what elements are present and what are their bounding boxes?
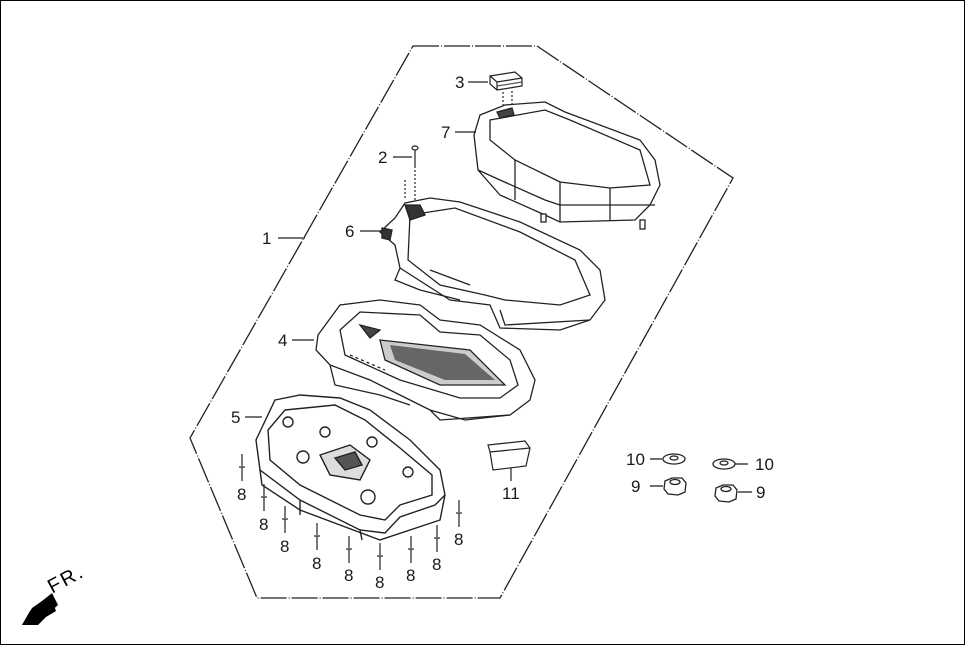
part-9-nuts	[650, 477, 752, 503]
screw-icon	[346, 536, 352, 563]
screw-icon	[456, 500, 462, 527]
callout-10: 10	[626, 450, 645, 469]
callout-8: 8	[280, 537, 290, 556]
part-5-lower-case	[255, 394, 446, 541]
callout-8: 8	[375, 573, 385, 592]
part-4-display-panel	[315, 299, 536, 421]
callout-8: 8	[406, 566, 416, 585]
part-6-bezel	[379, 197, 606, 331]
callout-10: 10	[755, 455, 774, 474]
screw-icon	[434, 525, 440, 552]
callout-1: 1	[262, 229, 272, 248]
callout-9: 9	[756, 483, 766, 502]
part-8-screws	[239, 454, 462, 570]
part-2-pin	[404, 145, 419, 200]
screw-icon	[377, 543, 383, 570]
callout-leaders	[245, 81, 488, 418]
callout-8: 8	[344, 566, 354, 585]
callout-2: 2	[378, 148, 388, 167]
callout-7: 7	[441, 123, 451, 142]
screw-icon	[282, 506, 288, 533]
callout-9: 9	[631, 477, 641, 496]
callout-8: 8	[454, 530, 464, 549]
callout-8: 8	[237, 485, 247, 504]
callout-8: 8	[312, 554, 322, 573]
callout-11: 11	[502, 484, 520, 503]
part-11-pad-block	[487, 440, 531, 481]
assembly-group-outline	[189, 45, 734, 599]
callout-4: 4	[278, 331, 288, 350]
screw-icon	[314, 523, 320, 550]
callout-8: 8	[259, 515, 269, 534]
part-3-block	[489, 71, 523, 105]
screw-icon	[239, 454, 245, 481]
callout-3: 3	[455, 73, 465, 92]
screw-icon	[261, 484, 267, 511]
callout-6: 6	[345, 222, 355, 241]
callout-5: 5	[231, 408, 241, 427]
callout-8: 8	[432, 555, 442, 574]
part-10-washers	[650, 453, 748, 470]
part-7-upper-cover	[473, 101, 661, 230]
screw-icon	[408, 536, 414, 563]
